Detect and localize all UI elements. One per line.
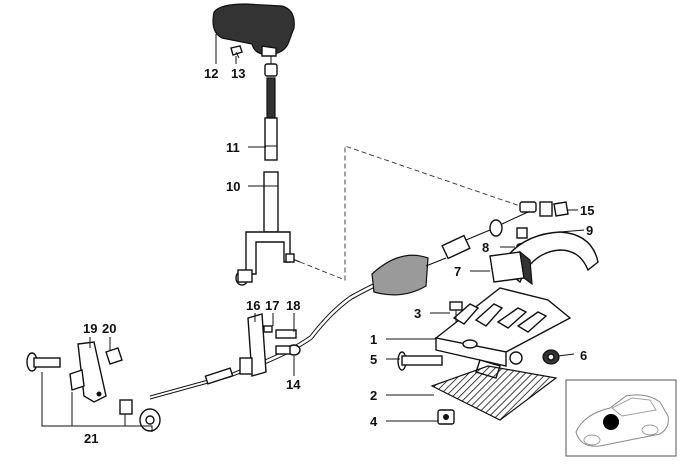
callout-9[interactable]: 9 xyxy=(586,223,593,238)
car-wheel-rear xyxy=(641,424,659,436)
callout-16[interactable]: 16 xyxy=(246,298,260,313)
callout-10[interactable]: 10 xyxy=(226,179,240,194)
rubber-mount xyxy=(437,409,455,425)
location-marker xyxy=(603,414,619,430)
alignment-dashed-line xyxy=(299,145,521,281)
selector-cable xyxy=(149,201,553,400)
selector-lever-upper xyxy=(264,56,278,161)
callout-2[interactable]: 2 xyxy=(370,388,377,403)
callout-20[interactable]: 20 xyxy=(102,321,116,336)
callout-17[interactable]: 17 xyxy=(265,298,279,313)
callout-19[interactable]: 19 xyxy=(83,321,97,336)
shift-module xyxy=(489,250,533,286)
mounting-bolt xyxy=(26,352,61,372)
callout-11[interactable]: 11 xyxy=(226,140,240,155)
selector-lever-lower xyxy=(235,171,301,286)
leader-lines xyxy=(41,34,585,432)
knob-screw xyxy=(230,45,243,59)
callout-8[interactable]: 8 xyxy=(482,240,489,255)
cable-bracket xyxy=(239,313,301,377)
car-window-outline xyxy=(611,397,657,417)
gear-knob xyxy=(212,3,295,57)
callout-5[interactable]: 5 xyxy=(370,352,377,367)
vehicle-location-thumbnail[interactable] xyxy=(565,379,677,457)
gear-housing xyxy=(434,287,572,379)
screw-3 xyxy=(449,301,463,322)
mounting-plate xyxy=(69,341,107,403)
car-outline xyxy=(575,394,669,447)
callout-14[interactable]: 14 xyxy=(286,377,301,392)
callout-1[interactable]: 1 xyxy=(370,332,377,347)
thumbnail-frame xyxy=(565,379,677,457)
nut-6 xyxy=(542,349,560,365)
washer-nut xyxy=(105,347,161,432)
gasket xyxy=(430,365,558,421)
cable-clip xyxy=(553,201,569,217)
callout-6[interactable]: 6 xyxy=(580,348,587,363)
callout-7[interactable]: 7 xyxy=(454,264,461,279)
callout-3[interactable]: 3 xyxy=(414,306,421,321)
car-wheel-front xyxy=(583,434,601,446)
callout-12[interactable]: 12 xyxy=(204,66,218,81)
callout-15[interactable]: 15 xyxy=(580,203,594,218)
callout-21[interactable]: 21 xyxy=(84,431,98,446)
callout-18[interactable]: 18 xyxy=(286,298,300,313)
pin-5 xyxy=(397,351,443,371)
callout-4[interactable]: 4 xyxy=(370,414,378,429)
callout-13[interactable]: 13 xyxy=(231,66,245,81)
